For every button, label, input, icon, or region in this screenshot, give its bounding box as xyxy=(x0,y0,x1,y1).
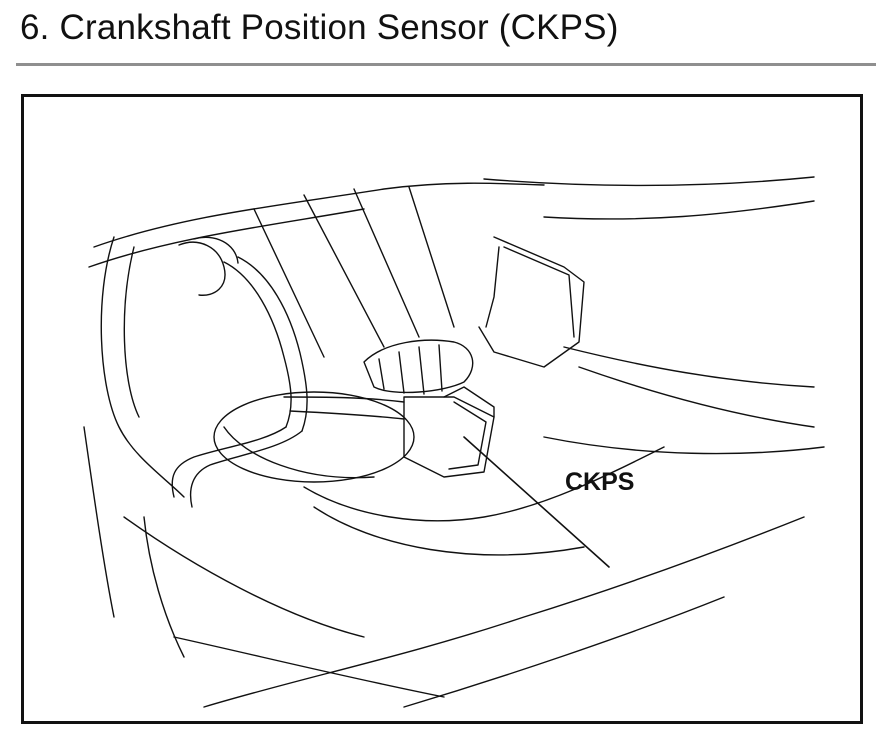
lower-contour-4 xyxy=(403,596,725,708)
rib-3 xyxy=(353,188,420,338)
sensor-tab xyxy=(443,386,495,418)
sensor-body xyxy=(403,396,495,478)
lower-housing-curve-2 xyxy=(313,506,585,556)
left-lower-edge xyxy=(83,426,115,618)
pipe-to-sensor xyxy=(283,396,405,403)
pipe-run-upper-2 xyxy=(237,256,308,432)
right-block-edge-2 xyxy=(578,366,815,428)
lower-contour-3 xyxy=(203,516,805,708)
engine-line-drawing xyxy=(83,176,825,708)
sensor-face xyxy=(448,401,487,470)
upper-cover-contour xyxy=(93,182,545,248)
right-cover-line xyxy=(483,176,815,187)
lower-contour-1 xyxy=(123,516,365,638)
hose-clamp-2 xyxy=(193,236,239,264)
left-hose-outer xyxy=(100,236,185,498)
ckps-label: CKPS xyxy=(565,468,635,496)
hose-clamp xyxy=(178,241,226,296)
left-hose-inner xyxy=(123,246,140,418)
bracket xyxy=(478,236,585,368)
upper-cover-contour-2 xyxy=(88,208,365,268)
pipe-run-lower-2 xyxy=(189,430,303,508)
crank-flange xyxy=(213,391,415,483)
pipe-to-sensor-2 xyxy=(289,410,405,420)
bracket-2 xyxy=(503,246,575,338)
right-block-edge xyxy=(563,346,815,388)
connector-ribs xyxy=(378,344,443,395)
heading-divider xyxy=(16,63,876,66)
rib-1 xyxy=(253,208,325,358)
right-cover-line-2 xyxy=(543,200,815,220)
rib-4 xyxy=(408,186,455,328)
pipe-run-upper xyxy=(223,261,292,428)
lower-right-edge xyxy=(543,436,825,455)
rib-2 xyxy=(303,194,385,348)
connector-plug xyxy=(363,339,474,394)
figure-frame xyxy=(21,94,863,724)
bracket-3 xyxy=(485,246,500,328)
lower-contour-2 xyxy=(173,636,445,698)
lower-housing-curve xyxy=(303,446,665,522)
flange-inner xyxy=(223,426,375,479)
pipe-run-lower xyxy=(171,426,287,498)
left-lower-edge-2 xyxy=(143,516,185,658)
section-heading: 6. Crankshaft Position Sensor (CKPS) xyxy=(20,8,619,47)
ckps-leader-line xyxy=(463,436,610,568)
